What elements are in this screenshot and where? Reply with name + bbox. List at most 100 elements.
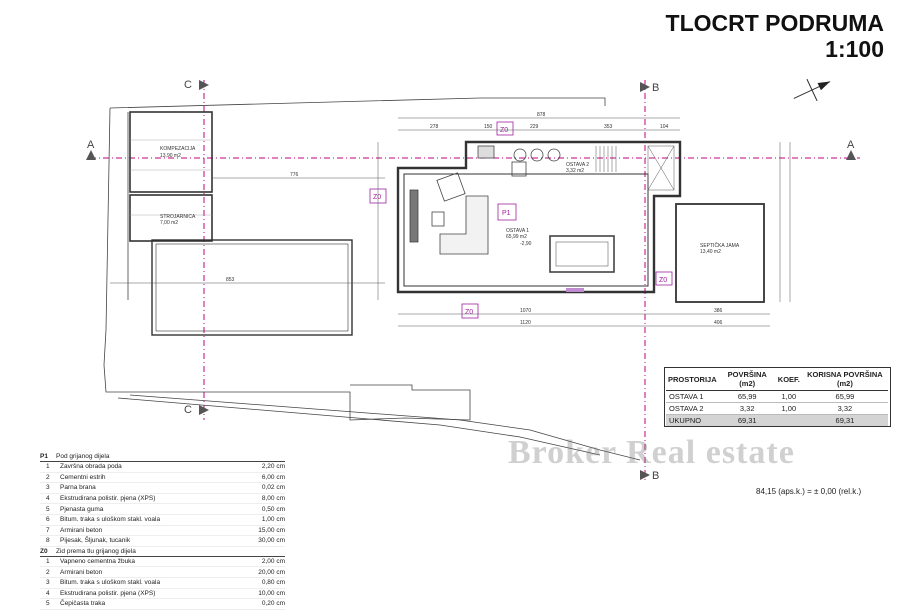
room-ostava2-name: OSTAVA 2 <box>566 162 589 168</box>
table-cell <box>775 414 802 426</box>
tag-p1-box <box>497 203 517 221</box>
legend-material: Parna brana <box>60 484 96 492</box>
tag-z0-top: Z0 <box>500 127 508 134</box>
table-cell: 69,31 <box>718 414 776 426</box>
table-cell: UKUPNO <box>666 414 719 426</box>
section-label-a-left: A <box>87 139 95 151</box>
legend-material: Armirani beton <box>60 568 103 576</box>
area-col-coef: KOEF. <box>775 368 802 391</box>
section-marker-b-bottom <box>640 470 650 480</box>
legend-num: 1 <box>46 558 50 566</box>
table-row-total: UKUPNO 69,31 69,31 <box>666 414 888 426</box>
list-item: 2 Cementni estrih 6,00 cm <box>40 473 285 484</box>
legend-thickness: 2,20 cm <box>261 463 285 471</box>
tag-z0-right: Z0 <box>659 277 667 284</box>
dim-lines-top <box>398 117 680 131</box>
legend-material: Čepičasta traka <box>60 600 106 608</box>
table-cell: 65,99 <box>801 390 888 403</box>
tag-z0-bottom-box <box>461 303 479 319</box>
section-label-c-bottom: C <box>184 404 192 416</box>
legend-thickness: 15,00 cm <box>258 526 285 534</box>
stairs <box>595 145 675 191</box>
dim-mid: 776 <box>290 172 299 178</box>
legend-thickness: 6,00 cm <box>261 473 285 481</box>
room-ostava1-area: 65,99 m2 <box>506 234 527 240</box>
tag-z0-right-box <box>655 271 673 286</box>
level-mark: -2,90 <box>520 241 532 247</box>
plan-title: TLOCRT PODRUMA <box>665 10 884 36</box>
legend-thickness: 30,00 cm <box>258 537 285 545</box>
dim-top-total: 878 <box>537 112 546 118</box>
section-marker-c-top <box>199 80 209 90</box>
dim-top-part-4: 353 <box>604 124 613 130</box>
site-outline <box>103 97 641 461</box>
dim-lines-bottom <box>398 313 770 327</box>
plan-title-block: TLOCRT PODRUMA 1:100 <box>666 10 884 63</box>
legend-thickness: 0,50 cm <box>261 505 285 513</box>
legend-thickness: 1,00 cm <box>261 516 285 524</box>
dim-bottom-1: 1070 <box>520 308 531 314</box>
room-kompezacija-area: 13,90 m2 <box>160 153 181 159</box>
area-col-room: PROSTORIJA <box>666 368 719 391</box>
dim-pool: 853 <box>226 277 235 283</box>
pool <box>151 239 353 336</box>
room-ostava2-area: 3,32 m2 <box>566 168 584 174</box>
legend-z0-header: Z0 Zid prema tlu grijanog dijela <box>40 547 285 557</box>
table-cell: 1,00 <box>775 390 802 403</box>
dim-top-part-5: 104 <box>660 124 669 130</box>
legend-material: Armirani beton <box>60 526 103 534</box>
service-rooms-hatch <box>130 139 212 216</box>
section-label-b-top: B <box>652 82 659 94</box>
legend-material: Pjenasta guma <box>60 505 104 513</box>
legend-material: Ekstrudirana polistir. pjena (XPS) <box>60 495 156 503</box>
dim-bottom-4: 406 <box>714 320 723 326</box>
section-markers <box>86 80 856 480</box>
legend-thickness: 10,00 cm <box>258 589 285 597</box>
area-col-useful: KORISNA POVRŠINA (m2) <box>801 368 888 391</box>
legend-material: Završna obrada poda <box>60 463 122 471</box>
table-cell: 65,99 <box>718 390 776 403</box>
room-septicka-area: 13,40 m2 <box>700 249 721 255</box>
dim-top-part-3: 229 <box>530 124 539 130</box>
legend-material: Cementni estrih <box>60 473 106 481</box>
room-kompezacija-name: KOMPEZACIJA <box>160 146 196 152</box>
section-marker-a-left <box>86 150 96 160</box>
dim-top-part-2: 150 <box>484 124 493 130</box>
legend-z0-title: Zid prema tlu grijanog dijela <box>56 547 136 555</box>
list-item: 5 Čepičasta traka 0,20 cm <box>40 599 285 610</box>
table-cell: OSTAVA 2 <box>666 402 719 415</box>
legend-thickness: 8,00 cm <box>261 495 285 503</box>
legend-p1-code: P1 <box>40 453 48 460</box>
legend-thickness: 20,00 cm <box>258 568 285 576</box>
legend-thickness: 0,02 cm <box>261 484 285 492</box>
table-cell: 3,32 <box>801 402 888 415</box>
legend-thickness: 0,20 cm <box>261 600 285 608</box>
area-table-frame <box>664 367 891 427</box>
legend-num: 6 <box>46 516 50 524</box>
legend-z0-code: Z0 <box>40 547 48 555</box>
legend-num: 4 <box>46 589 50 597</box>
legend-num: 3 <box>46 579 50 587</box>
room-septicka-name: SEPTIČKA JAMA <box>700 242 740 249</box>
tag-z0-bottom: Z0 <box>465 309 473 316</box>
table-cell: OSTAVA 1 <box>666 390 719 403</box>
legend-thickness: 2,00 cm <box>261 558 285 566</box>
section-marker-a-right <box>846 150 856 160</box>
legend-num: 2 <box>46 568 50 576</box>
north-arrow-icon <box>793 78 831 102</box>
section-label-b-bottom: B <box>652 470 659 482</box>
tag-z0-top-box <box>496 121 514 136</box>
elevation-note: 84,15 (aps.k.) = ± 0,00 (rel.k.) <box>756 487 862 496</box>
watermark: Broker Real estate <box>508 434 795 471</box>
legend-num: 2 <box>46 473 50 481</box>
legend-num: 5 <box>46 600 50 608</box>
tag-p1: P1 <box>502 210 511 217</box>
